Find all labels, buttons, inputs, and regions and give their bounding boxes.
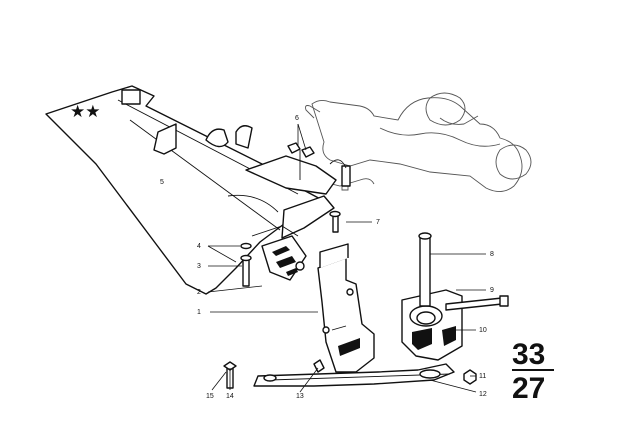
tie-bar — [253, 363, 455, 387]
callout-15: 15 — [206, 393, 214, 400]
callout-3: 3 — [197, 263, 201, 270]
callout-5: 5 — [160, 179, 164, 186]
callout-13: 13 — [296, 393, 304, 400]
callout-12: 12 — [479, 391, 487, 398]
callouts: 1 2 3 4 5 6 7 8 9 10 11 12 13 14 15 — [160, 115, 494, 400]
callout-6: 6 — [295, 115, 299, 122]
callout-2: 2 — [197, 289, 201, 296]
console-bracket — [317, 243, 375, 373]
callout-1: 1 — [197, 309, 201, 316]
callout-7: 7 — [376, 219, 380, 226]
differential-ghost-outline — [299, 92, 532, 192]
rubber-mount — [401, 232, 463, 361]
callout-8: 8 — [490, 251, 494, 258]
star-marker: ★★ — [70, 102, 100, 122]
axle-carrier-beam — [45, 85, 351, 295]
callout-11: 11 — [479, 373, 486, 380]
mounting-plate — [261, 235, 307, 281]
callout-9: 9 — [490, 287, 494, 294]
callout-10: 10 — [479, 327, 487, 334]
bolt-9 — [445, 295, 509, 311]
leader-lines — [207, 123, 486, 393]
group-number: 33 27 — [512, 338, 554, 405]
callout-14: 14 — [226, 393, 234, 400]
group-number-bottom: 27 — [512, 372, 545, 405]
callout-4: 4 — [197, 243, 201, 250]
group-number-top: 33 — [512, 338, 545, 371]
